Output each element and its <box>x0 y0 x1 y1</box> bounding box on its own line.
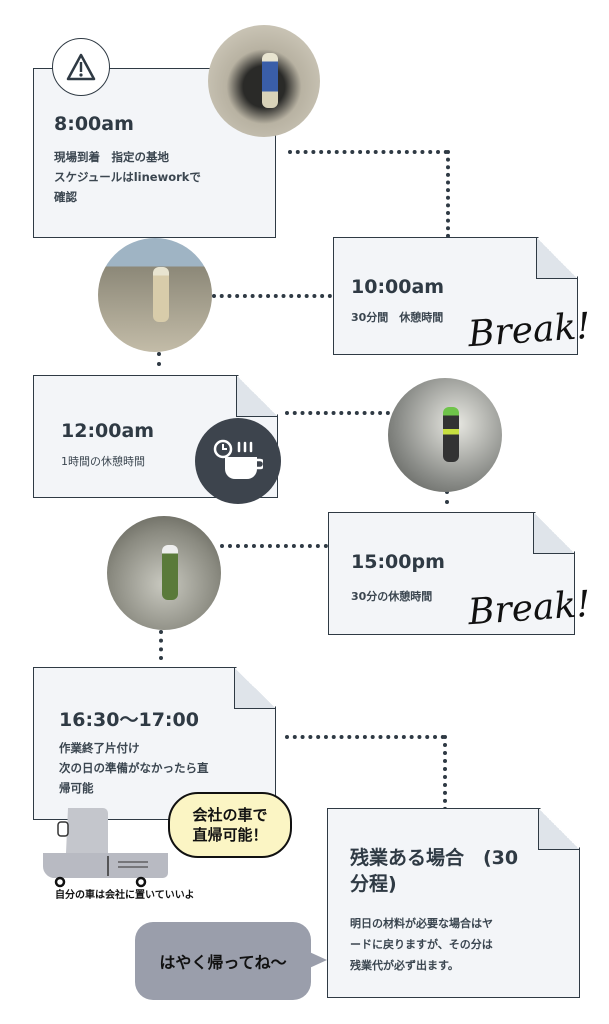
desc-line: 明日の材料が必要な場合はヤ <box>350 917 493 930</box>
desc-line: スケジュールはlineworkで <box>54 170 201 184</box>
warning-icon <box>52 38 110 96</box>
connector <box>445 490 449 504</box>
connector <box>285 735 445 739</box>
title-line: 分程) <box>350 873 397 895</box>
title-line: 残業ある場合 (30 <box>350 847 519 869</box>
step-time: 12:00am <box>61 420 155 442</box>
connector <box>157 352 161 366</box>
step-desc: 明日の材料が必要な場合はヤ ードに戻りますが、その分は 残業代が必ず出ます。 <box>350 913 493 976</box>
step-desc: 現場到着 指定の基地 スケジュールはlineworkで 確認 <box>54 147 201 207</box>
step-time: 16:30〜17:00 <box>59 709 199 731</box>
bubble-text: はやく帰ってね〜 <box>159 953 287 972</box>
connector <box>159 630 163 660</box>
step-card-1630: 16:30〜17:00 作業終了片付け 次の日の準備がなかったら直 帰可能 <box>33 667 276 820</box>
worksite-photo <box>107 516 221 630</box>
connector <box>285 411 390 415</box>
step-time: 15:00pm <box>351 551 445 573</box>
desc-line: 残業代が必ず出ます。 <box>350 959 459 972</box>
desc-line: 確認 <box>54 190 77 204</box>
break-badge: Break! <box>466 583 592 634</box>
break-badge: Break! <box>466 305 592 356</box>
connector <box>212 294 332 298</box>
step-desc: 作業終了片付け 次の日の準備がなかったら直 帰可能 <box>59 738 209 798</box>
car-caption: 自分の車は会社に置いていいよ <box>55 890 195 901</box>
worksite-photo <box>208 25 320 137</box>
connector <box>220 544 328 548</box>
step-desc: 1時間の休憩時間 <box>61 455 145 468</box>
connector <box>288 150 448 154</box>
desc-line: 帰可能 <box>59 781 94 795</box>
speech-bubble-company-car: 会社の車で 直帰可能！ <box>168 792 292 858</box>
step-card-15pm: 15:00pm 30分の休憩時間 <box>328 512 575 635</box>
step-card-overtime: 残業ある場合 (30 分程) 明日の材料が必要な場合はヤ ードに戻りますが、その… <box>327 808 580 998</box>
connector <box>446 150 450 238</box>
desc-line: ードに戻りますが、その分は <box>350 938 493 951</box>
desc-line: 現場到着 指定の基地 <box>54 150 169 164</box>
bubble-tail <box>305 950 327 970</box>
worksite-photo <box>388 378 502 492</box>
worksite-photo <box>98 238 212 352</box>
connector <box>443 735 447 835</box>
coffee-icon <box>195 418 281 504</box>
step-time: 残業ある場合 (30 分程) <box>350 845 518 897</box>
car-illustration <box>38 808 178 888</box>
bubble-line: 直帰可能！ <box>192 826 268 844</box>
speech-bubble-go-home: はやく帰ってね〜 <box>135 922 311 1000</box>
desc-line: 次の日の準備がなかったら直 <box>59 761 209 775</box>
desc-line: 作業終了片付け <box>59 741 140 755</box>
step-desc: 30分間 休憩時間 <box>351 311 444 324</box>
step-time: 8:00am <box>54 113 134 135</box>
step-time: 10:00am <box>351 276 445 298</box>
bubble-line: 会社の車で <box>192 806 268 824</box>
step-desc: 30分の休憩時間 <box>351 590 433 603</box>
